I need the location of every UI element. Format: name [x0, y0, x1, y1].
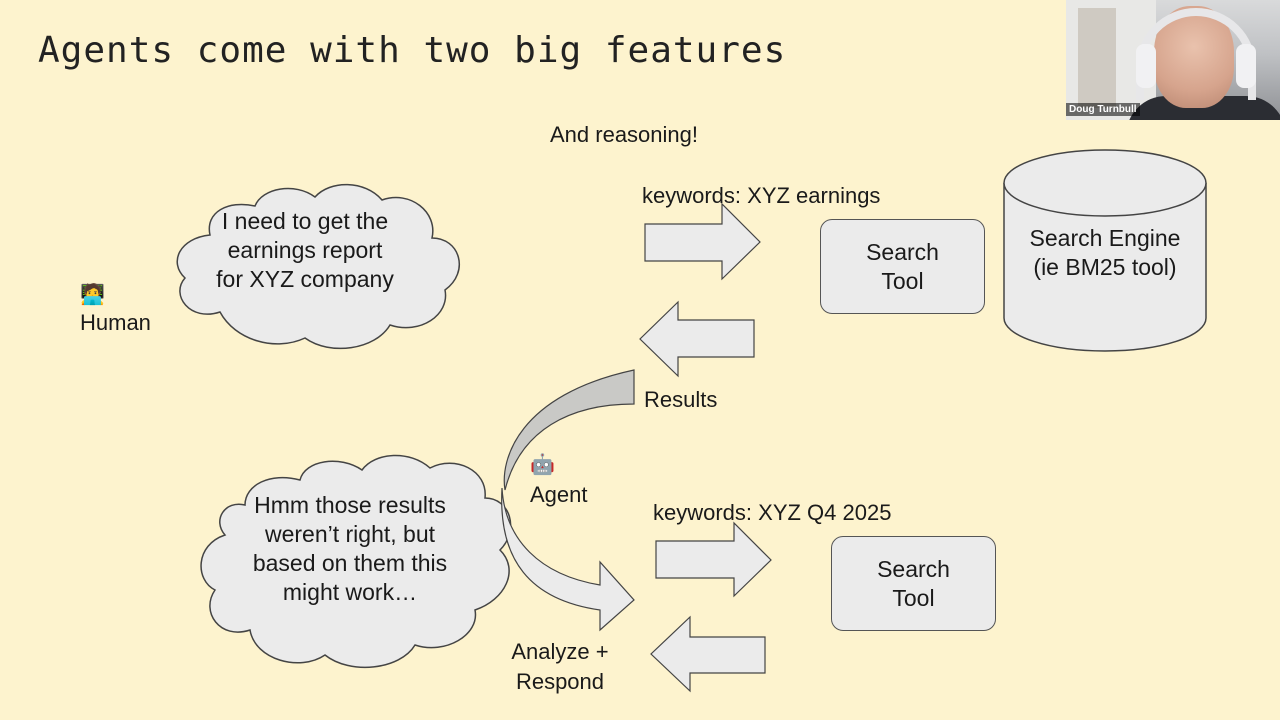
agent-label: Agent	[530, 482, 588, 507]
agent-thought-text: Hmm those results weren’t right, but bas…	[252, 492, 448, 605]
analyze-respond-label: Analyze + Respond	[511, 639, 609, 694]
query-arrow-bottom	[655, 521, 772, 598]
top-query-label: keywords: XYZ earnings	[642, 183, 881, 208]
search-tool-label-bottom: Search Tool	[877, 555, 950, 611]
human-thought-text: I need to get the earnings report for XY…	[216, 208, 394, 292]
results-label: Results	[644, 387, 718, 412]
slide-title: Agents come with two big features	[38, 30, 787, 71]
search-tool-box-top: Search Tool	[820, 219, 985, 314]
search-tool-box-bottom: Search Tool	[831, 536, 996, 631]
human-thought-cloud	[176, 183, 461, 350]
technologist-emoji-icon: 🧑‍💻	[80, 284, 105, 306]
webcam-video: Doug Turnbull	[1066, 0, 1280, 120]
results-arrow-bottom	[650, 615, 766, 693]
agent-thought-cloud	[200, 454, 512, 668]
search-tool-label-top: Search Tool	[866, 238, 939, 294]
webcam-name-tag: Doug Turnbull	[1066, 103, 1140, 116]
analyze-curve-arrow	[501, 487, 635, 632]
headphone-left-cup	[1136, 44, 1156, 88]
results-curve	[503, 369, 635, 491]
webcam-background-door	[1078, 8, 1116, 108]
headphone-right-cup	[1236, 44, 1256, 88]
results-arrow-top	[639, 300, 755, 378]
search-engine-label: Search Engine (ie BM25 tool)	[1029, 225, 1181, 280]
bottom-query-label: keywords: XYZ Q4 2025	[653, 500, 892, 525]
search-engine-cylinder	[1003, 149, 1207, 352]
robot-emoji-icon: 🤖	[530, 454, 555, 476]
human-label: Human	[80, 310, 151, 335]
slide-subtitle: And reasoning!	[550, 122, 698, 147]
query-arrow-top	[644, 202, 761, 281]
